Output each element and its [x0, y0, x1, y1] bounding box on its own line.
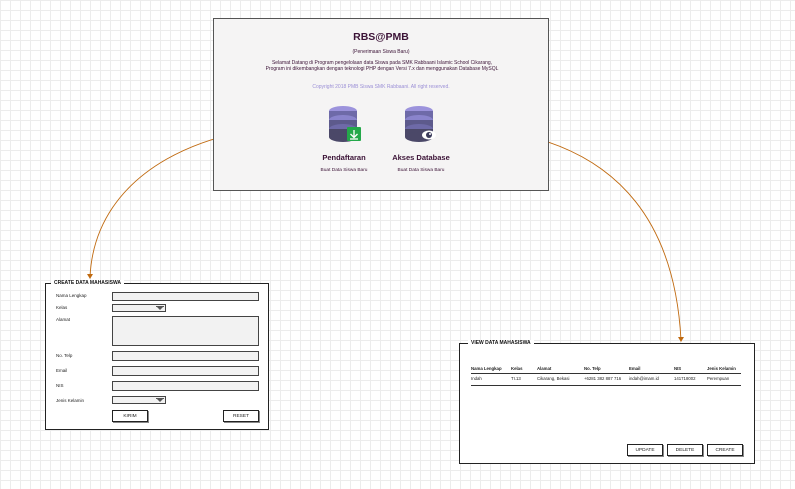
connector-arrowhead-create	[87, 274, 93, 279]
col-header-jenis-kelamin: Jenis Kelamin	[707, 366, 736, 371]
copyright-text: Copyright 2018 PMB Siswa SMK Rabbaani. A…	[312, 84, 450, 90]
email-input[interactable]	[112, 366, 259, 376]
pendaftaran-card[interactable]: Pendaftaran Buat Data Siswa Baru	[294, 105, 394, 175]
cell-alamat: Cikarang, Bekasi	[537, 376, 570, 381]
main-card: RBS@PMB (Penerimaan Siswa Baru) Selamat …	[213, 18, 549, 191]
akses-database-subtitle: Buat Data Siswa Baru	[397, 168, 445, 173]
nama-input[interactable]	[112, 292, 259, 301]
akses-database-card[interactable]: Akses Database Buat Data Siswa Baru	[371, 105, 471, 175]
app-subtitle: (Penerimaan Siswa Baru)	[352, 49, 410, 55]
label-alamat: Alamat	[56, 317, 71, 322]
data-table: Nama Lengkap Kelas Alamat No. Telp Email…	[471, 365, 741, 389]
view-table-title: VIEW DATA MAHASISWA	[468, 340, 534, 346]
label-kelas: Kelas	[56, 305, 68, 310]
header-divider	[471, 373, 741, 374]
label-jenis-kelamin: Jenis Kelamin	[56, 398, 85, 403]
telp-input[interactable]	[112, 351, 259, 361]
col-header-alamat: Alamat	[537, 366, 552, 371]
delete-button[interactable]: DELETE	[667, 444, 703, 456]
create-button[interactable]: CREATE	[707, 444, 743, 456]
cell-nis: 141718002	[674, 376, 696, 381]
row-divider	[471, 385, 741, 386]
cell-kelas: TI.13	[511, 376, 521, 381]
label-telp: No. Telp	[56, 353, 73, 358]
col-header-email: Email	[629, 366, 641, 371]
alamat-textarea[interactable]	[112, 316, 259, 346]
cell-email: indah@imam.id	[629, 376, 659, 381]
app-title: RBS@PMB	[353, 31, 409, 43]
view-table-panel: VIEW DATA MAHASISWA Nama Lengkap Kelas A…	[459, 340, 755, 464]
label-nama: Nama Lengkap	[56, 293, 87, 298]
kelas-select[interactable]	[112, 304, 166, 312]
connector-arrowhead-view	[678, 337, 684, 342]
pendaftaran-title: Pendaftaran	[322, 153, 366, 162]
pendaftaran-subtitle: Buat Data Siswa Baru	[320, 168, 368, 173]
label-email: Email	[56, 368, 68, 373]
label-nis: NIS	[56, 383, 64, 388]
database-view-icon	[405, 106, 436, 142]
table-row[interactable]: Indah TI.13 Cikarang, Bekasi +6281 382 8…	[471, 376, 741, 384]
chevron-down-icon	[156, 398, 164, 402]
reset-button[interactable]: RESET	[223, 410, 259, 422]
col-header-nis: NIS	[674, 366, 682, 371]
jenis-kelamin-select[interactable]	[112, 396, 166, 404]
col-header-telp: No. Telp	[584, 366, 601, 371]
akses-database-title: Akses Database	[392, 153, 450, 162]
col-header-nama: Nama Lengkap	[471, 366, 502, 371]
col-header-kelas: Kelas	[511, 366, 523, 371]
chevron-down-icon	[156, 306, 164, 310]
nis-input[interactable]	[112, 381, 259, 391]
update-button[interactable]: UPDATE	[627, 444, 663, 456]
create-form-panel: CREATE DATA MAHASISWA Nama Lengkap Kelas…	[45, 280, 269, 430]
cell-nama: Indah	[471, 376, 482, 381]
cell-telp: +6281 382 887 716	[584, 376, 622, 381]
app-description: Selamat Datang di Program pengelolaan da…	[265, 60, 499, 72]
database-download-icon	[329, 106, 361, 142]
kirim-button[interactable]: KIRIM	[112, 410, 148, 422]
create-form-title: CREATE DATA MAHASISWA	[51, 280, 125, 286]
cell-jenis-kelamin: Perempuan	[707, 376, 730, 381]
